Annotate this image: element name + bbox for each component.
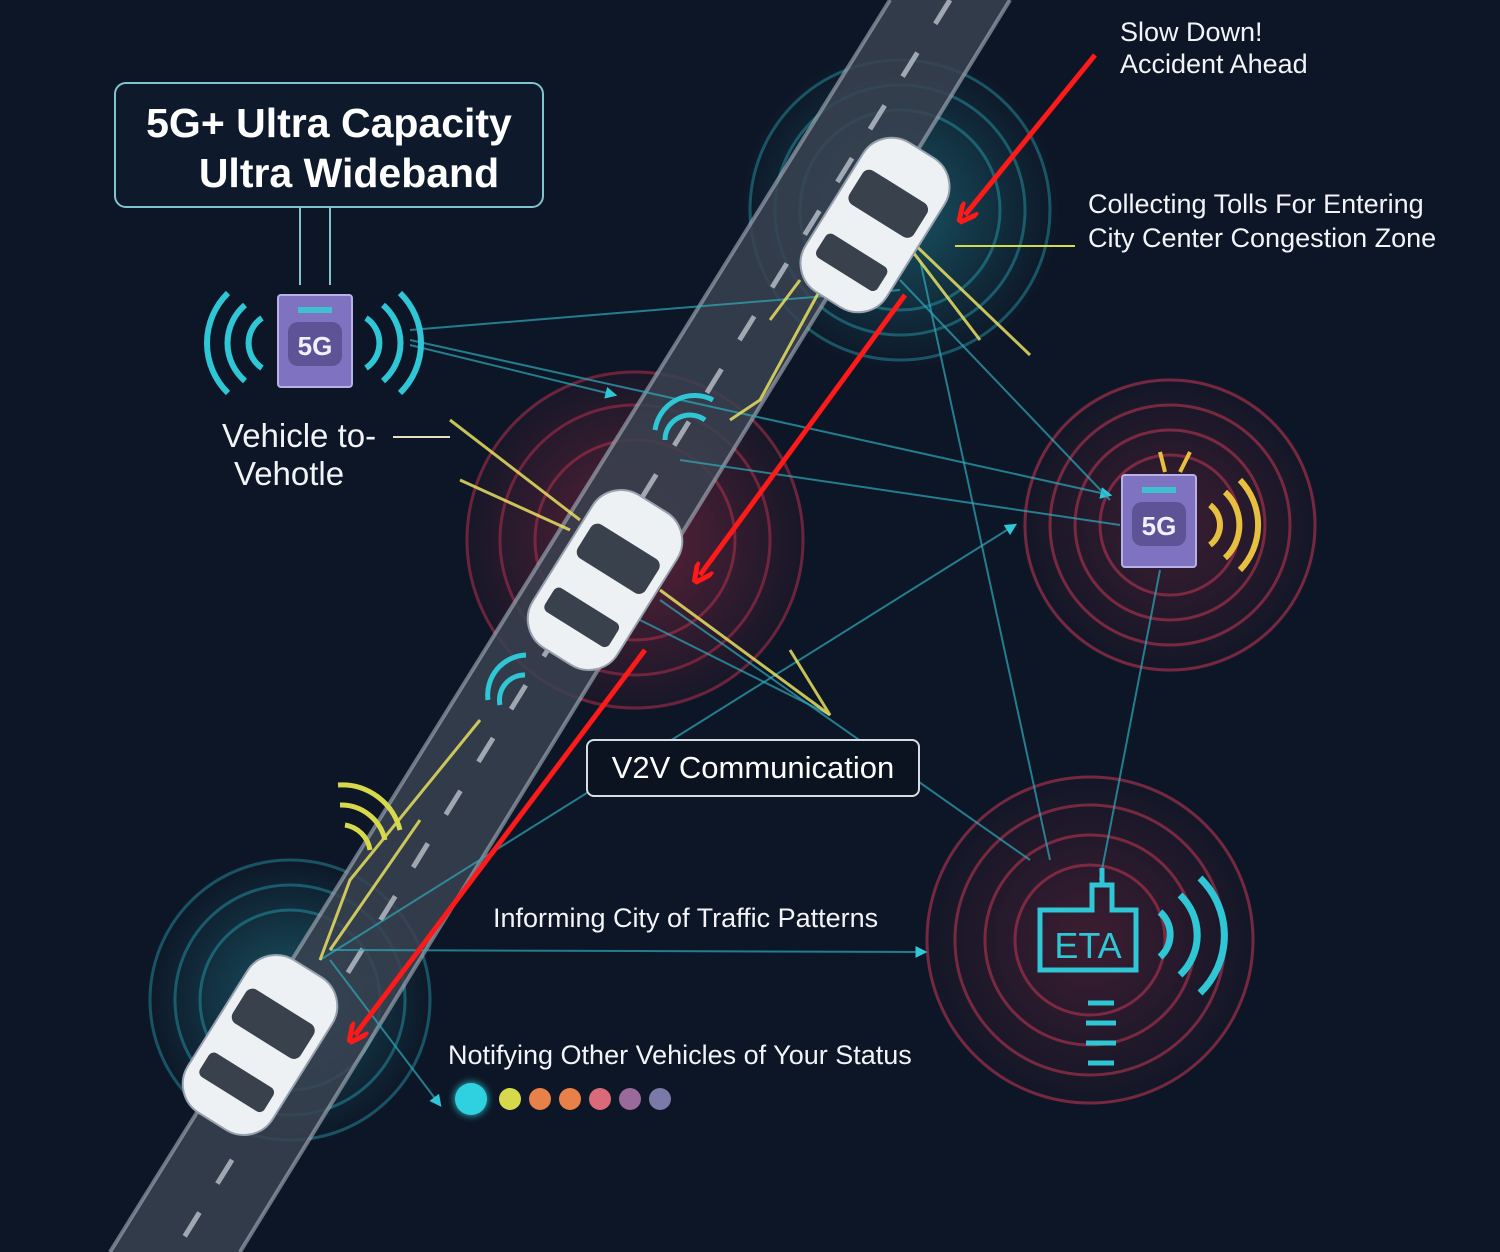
network-links [319, 259, 1161, 1107]
wifi-waves-eta [1157, 875, 1228, 996]
tolls-line-2: City Center Congestion Zone [1088, 223, 1437, 253]
wifi-icon-road-top [652, 393, 715, 441]
status-dot [649, 1088, 671, 1110]
status-dot [559, 1088, 581, 1110]
wifi-waves-left-tower [203, 290, 425, 396]
wifi-icon-road-yellow [337, 782, 403, 851]
informing-city-label: Informing City of Traffic Patterns [493, 903, 879, 933]
tolls-label: Collecting Tolls For Entering City Cente… [1088, 187, 1436, 255]
car-middle [526, 489, 684, 671]
title-line-2: Ultra Wideband [198, 150, 500, 196]
status-dot [499, 1088, 521, 1110]
vehicle-to-line-2: Vehotle [234, 455, 345, 492]
eta-ground-signal [1086, 1000, 1116, 1066]
car-top [799, 136, 951, 314]
title-box: 5G+ Ultra Capacity Ultra Wideband [114, 82, 544, 208]
eta-building-icon [1037, 868, 1139, 973]
tolls-line-1: Collecting Tolls For Entering [1088, 189, 1424, 219]
vehicle-to-label: Vehicle to- Vehotle [222, 417, 376, 493]
eta-label: ETA [1054, 925, 1121, 966]
status-dot [455, 1083, 487, 1115]
status-dot [529, 1088, 551, 1110]
slow-down-label: Slow Down! Accident Ahead [1120, 16, 1308, 80]
5g-tower-left: 5G [277, 294, 353, 388]
5g-label-left: 5G [298, 331, 333, 361]
wifi-icon-road-bottom [485, 652, 527, 706]
5g-tower-right: 5G [1121, 451, 1197, 568]
status-dot [589, 1088, 611, 1110]
status-dot [619, 1088, 641, 1110]
slow-down-line-2: Accident Ahead [1120, 49, 1308, 79]
car-bottom [181, 954, 339, 1136]
title-connectors [299, 208, 331, 285]
vehicle-to-line-1: Vehicle to- [222, 417, 377, 454]
status-dots [455, 1083, 671, 1115]
slow-down-line-1: Slow Down! [1120, 17, 1263, 47]
notifying-label: Notifying Other Vehicles of Your Status [448, 1040, 912, 1070]
5g-label-right: 5G [1142, 511, 1177, 541]
wifi-waves-right-tower [1208, 477, 1262, 573]
signal-beams [318, 234, 1032, 961]
v2v-communication-box: V2V Communication [586, 739, 920, 797]
alert-arrows [355, 53, 1097, 1035]
title-line-1: 5G+ Ultra Capacity [146, 100, 512, 146]
